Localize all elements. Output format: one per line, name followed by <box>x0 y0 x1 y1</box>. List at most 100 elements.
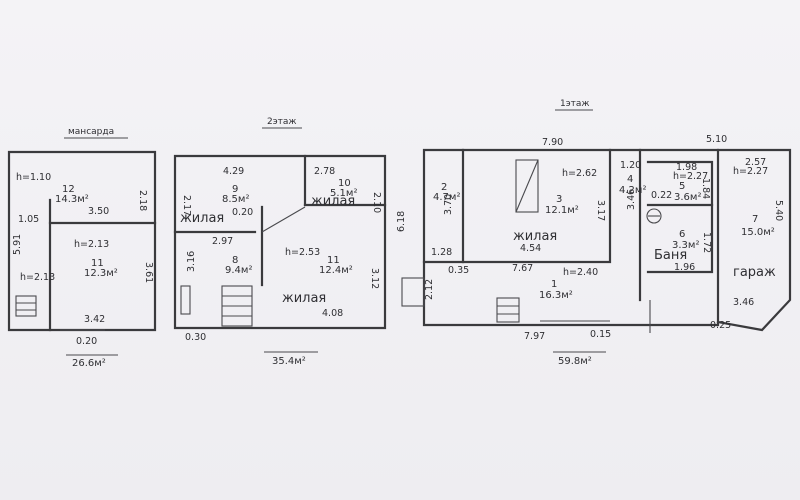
first-dim-0-22: 0.22 <box>651 190 672 201</box>
second-floor-door-swing <box>261 206 306 233</box>
second-room9-area: 8.5м² <box>222 194 249 205</box>
first-floor-outer-walls <box>422 148 720 327</box>
second-dim-0-30: 0.30 <box>185 332 206 343</box>
first-room6-num: 6 <box>679 229 685 240</box>
second-room10-area: 5.1м² <box>330 188 357 199</box>
attic-room12-num: 12 <box>62 184 75 195</box>
first-dim-7-97: 7.97 <box>524 331 545 342</box>
first-dim-7-90: 7.90 <box>542 137 563 148</box>
first-dim-1-98: 1.98 <box>676 162 697 173</box>
first-room7-name: гараж <box>733 265 776 280</box>
first-dim-1-72: 1.72 <box>701 232 712 253</box>
entrance-porch <box>401 277 425 307</box>
attic-dim-1-05: 1.05 <box>18 214 39 225</box>
attic-dim-0-20: 0.20 <box>76 336 97 347</box>
first-dim-1-84: 1.84 <box>700 178 711 199</box>
room3-furniture-diagonal <box>515 159 539 213</box>
first-room3-num: 3 <box>556 194 562 205</box>
room3-furniture <box>515 159 539 213</box>
second-room11-height: h=2.53 <box>285 247 320 258</box>
attic-room12-height: h=1.10 <box>16 172 51 183</box>
first-room4-area: 4.2м² <box>619 185 646 196</box>
second-room10-num: 10 <box>338 178 351 189</box>
first-floor-plan: 1этаж 7.90 5.10 6.18 2 4.7м² 3.70 1.28 2… <box>396 99 792 367</box>
second-dim-2-97: 2.97 <box>212 236 233 247</box>
first-dim-5-10: 5.10 <box>706 134 727 145</box>
first-room5-num: 5 <box>679 181 685 192</box>
garage-walls <box>716 148 792 332</box>
first-dim-2-57: 2.57 <box>745 157 766 168</box>
first-room3-name: жилая <box>513 229 557 244</box>
first-room7-num: 7 <box>752 214 758 225</box>
attic-plan: мансарда h=1.10 12 14.3м² 2.18 1.05 3.50… <box>7 127 157 369</box>
first-room7-area: 15.0м² <box>741 227 775 238</box>
first-room3-height: h=2.62 <box>562 168 597 179</box>
first-dim-3-17: 3.17 <box>595 200 606 221</box>
first-dim-1-28: 1.28 <box>431 247 452 258</box>
second-room11-num: 11 <box>327 255 340 266</box>
first-dim-0-15: 0.15 <box>590 329 611 340</box>
attic-dim-3-50: 3.50 <box>88 206 109 217</box>
second-room11-area: 12.4м² <box>319 265 353 276</box>
attic-dim-3-42: 3.42 <box>84 314 105 325</box>
attic-dim-2-18: 2.18 <box>137 190 148 211</box>
first-room1-num: 1 <box>551 279 557 290</box>
first-dim-2-12: 2.12 <box>424 279 435 300</box>
attic-room11-area: 12.3м² <box>84 268 118 279</box>
first-dim-1-20: 1.20 <box>620 160 641 171</box>
first-floor-stair <box>496 297 520 323</box>
second-room10-name: жилая <box>311 194 355 209</box>
first-dim-6-18: 6.18 <box>396 211 407 232</box>
first-room6-name: Баня <box>654 248 687 263</box>
attic-dim-3-61: 3.61 <box>143 262 154 283</box>
first-dim-1-96: 1.96 <box>674 262 695 273</box>
room3-walls <box>461 148 612 264</box>
first-dim-0-35: 0.35 <box>448 265 469 276</box>
second-dim-3-16: 3.16 <box>186 251 197 272</box>
first-room6-area: 3.3м² <box>672 240 699 251</box>
attic-room11-num: 11 <box>91 258 104 269</box>
first-room5-area: 3.6м² <box>674 192 701 203</box>
first-room5-height: h=2.27 <box>673 171 708 182</box>
first-room4-num: 4 <box>627 174 633 185</box>
second-dim-2-78: 2.78 <box>314 166 335 177</box>
first-dim-3-70: 3.70 <box>443 194 454 215</box>
first-room2-num: 2 <box>441 182 447 193</box>
second-room8-num: 8 <box>232 255 238 266</box>
second-room9-name: жилая <box>180 211 224 226</box>
second-dim-0-20: 0.20 <box>232 207 253 218</box>
second-floor-title: 2этаж <box>267 117 297 127</box>
first-room3-area: 12.1м² <box>545 205 579 216</box>
first-room1-height: h=2.40 <box>563 267 598 278</box>
attic-outer-walls <box>7 150 157 332</box>
attic-room11-height: h=2.13 <box>74 239 109 250</box>
stove-symbol <box>646 208 662 224</box>
second-floor-chimney <box>180 285 191 315</box>
second-room8-area: 9.4м² <box>225 265 252 276</box>
first-dim-0-25: 0.25 <box>710 320 731 331</box>
first-floor-title: 1этаж <box>560 99 590 109</box>
first-room1-area: 16.3м² <box>539 290 573 301</box>
second-floor-outer-walls <box>173 154 387 330</box>
first-room2-area: 4.7м² <box>433 192 460 203</box>
bath-inner-walls <box>646 160 714 274</box>
second-dim-4-29: 4.29 <box>223 166 244 177</box>
attic-title: мансарда <box>68 127 114 137</box>
attic-total-area: 26.6м² <box>72 358 106 369</box>
first-dim-3-46: 3.46 <box>626 189 637 210</box>
second-total-area: 35.4м² <box>272 356 306 367</box>
attic-stair-symbol <box>15 295 37 317</box>
second-room11-name: жилая <box>282 291 326 306</box>
second-dim-3-12: 3.12 <box>369 268 380 289</box>
first-total-area: 59.8м² <box>558 356 592 367</box>
second-dim-2-10: 2.10 <box>371 192 382 213</box>
second-room9-num: 9 <box>232 184 238 195</box>
attic-dim-h-2-13: h=2.13 <box>20 272 55 283</box>
attic-dim-5-91: 5.91 <box>12 234 23 255</box>
first-room7-height: h=2.27 <box>733 166 768 177</box>
first-dim-7-67: 7.67 <box>512 263 533 274</box>
second-floor-plan: 2этаж 4.29 2.78 2.17 9 8.5м² жилая 0.20 … <box>173 117 387 367</box>
first-dim-5-40: 5.40 <box>773 200 784 221</box>
first-dim-4-54: 4.54 <box>520 243 541 254</box>
